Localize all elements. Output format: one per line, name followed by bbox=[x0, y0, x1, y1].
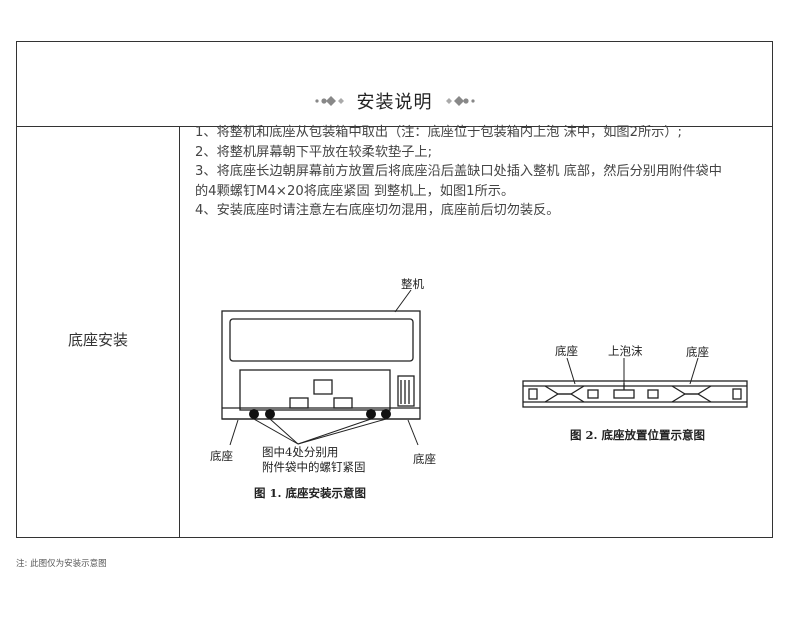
fig1-label-unit: 整机 bbox=[401, 277, 424, 291]
section-label: 底座安装 bbox=[67, 331, 128, 349]
figure-1-diagram bbox=[221, 289, 421, 446]
fig2-caption: 图 2. 底座放置位置示意图 bbox=[570, 428, 706, 442]
footnote: 注: 此图仅为安装示意图 bbox=[16, 559, 107, 569]
table-header: 安装说明 bbox=[17, 42, 772, 127]
page-title: 安装说明 bbox=[356, 92, 433, 113]
fig1-label-screws-line1: 图中4处分别用 bbox=[262, 445, 339, 459]
right-ornament-icon bbox=[445, 96, 475, 106]
left-ornament-icon bbox=[314, 96, 344, 106]
instruction-step-2: 2、将整机屏幕朝下平放在较柔软垫子上; bbox=[195, 144, 433, 160]
figure-2-diagram bbox=[522, 357, 748, 408]
fig1-caption: 图 1. 底座安装示意图 bbox=[254, 486, 367, 500]
fig2-label-foam: 上泡沫 bbox=[608, 344, 643, 358]
fig1-label-base-left: 底座 bbox=[210, 449, 233, 463]
instruction-step-3: 3、将底座长边朝屏幕前方放置后将底座沿后盖缺口处插入整机 底部，然后分别用附件袋… bbox=[195, 164, 722, 199]
instruction-list: 1、将整机和底座从包装箱中取出（注：底座位于包装箱内上泡 沫中，如图2所示）; … bbox=[195, 123, 735, 221]
title-row: 安装说明 bbox=[17, 88, 772, 114]
section-label-cell: 底座安装 bbox=[17, 126, 180, 537]
fig1-label-base-right: 底座 bbox=[413, 452, 436, 466]
instruction-table: 安装说明 底座安装 bbox=[16, 41, 773, 538]
fig2-label-base-right: 底座 bbox=[686, 345, 709, 359]
fig1-label-screws-line2: 附件袋中的螺钉紧固 bbox=[262, 460, 366, 474]
instruction-step-1: 1、将整机和底座从包装箱中取出（注：底座位于包装箱内上泡 沫中，如图2所示）; bbox=[195, 125, 682, 140]
instruction-step-4: 4、安装底座时请注意左右底座切勿混用，底座前后切勿装反。 bbox=[195, 203, 560, 218]
fig2-label-base-left: 底座 bbox=[555, 344, 578, 358]
